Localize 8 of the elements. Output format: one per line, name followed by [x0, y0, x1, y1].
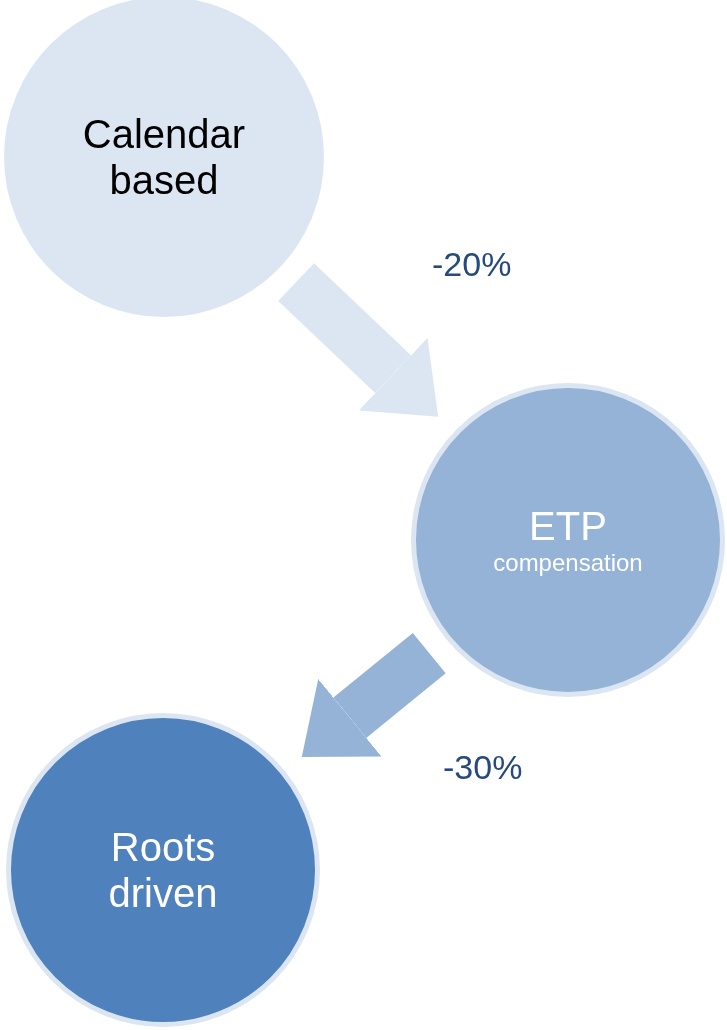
node-label: compensation — [493, 548, 643, 578]
block-arrow — [301, 632, 446, 757]
node-label: ETP — [529, 502, 607, 549]
edge-label: -30% — [443, 748, 523, 787]
node-label: Roots driven — [107, 824, 219, 916]
block-arrow — [278, 263, 439, 417]
node-label: Calendar based — [81, 111, 247, 203]
edge-label: -20% — [432, 245, 512, 284]
